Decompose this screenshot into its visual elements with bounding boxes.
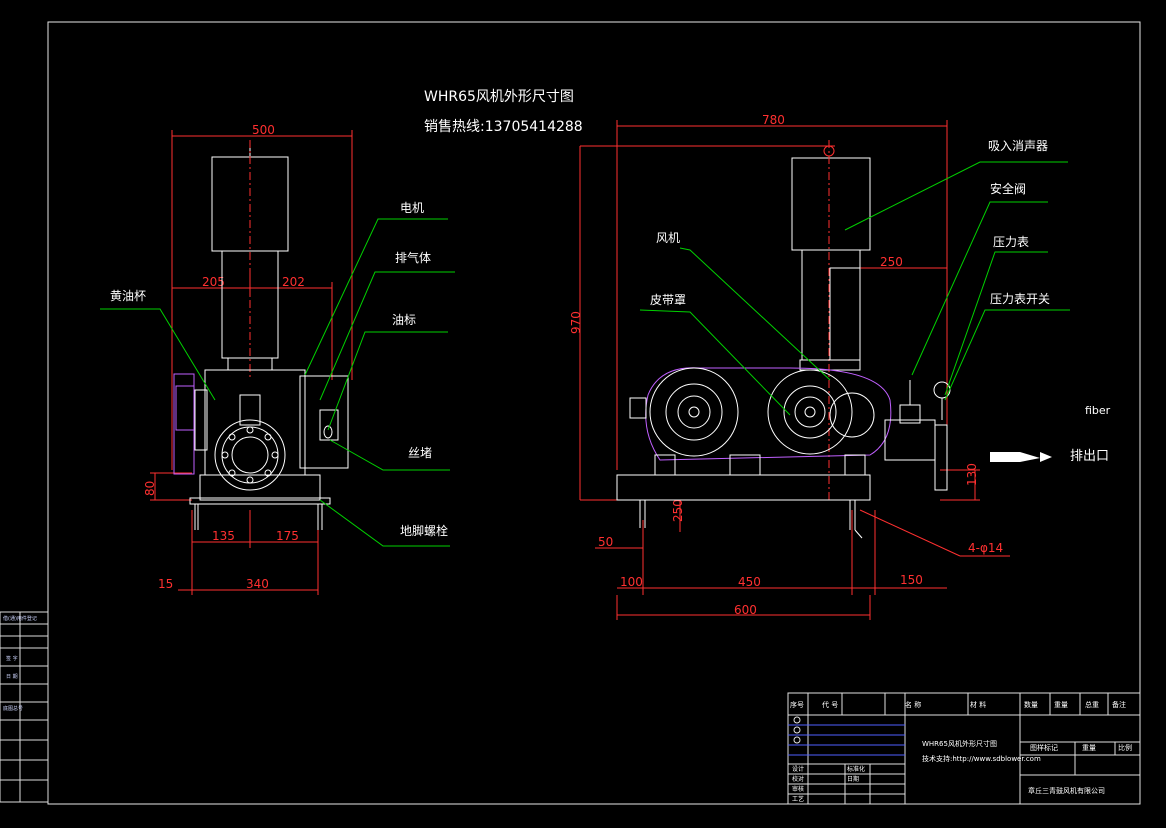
tb-header-6: 重量 [1054,701,1068,709]
label-grease-cup: 黄油杯 [110,289,146,303]
left-strip-table [0,611,49,803]
label-outlet: 排出口 [1070,449,1109,464]
tb-header-3: 名 称 [905,700,921,709]
right-view: 780 970 250 250 130 50 100 450 150 600 4… [569,113,1111,620]
strip-label-1: 借(通)用件登记 [3,615,37,622]
tb-header-5: 数量 [1024,700,1038,709]
dim-left-80: 80 [143,481,157,496]
dim-right-600: 600 [734,603,757,617]
dim-right-970: 970 [569,311,583,334]
outlet-arrow [990,452,1052,462]
tb-small-3: 审核 [792,785,804,793]
tb-right-cell-1: 图样标记 [1030,743,1058,752]
title-block [787,692,1141,805]
dim-right-100: 100 [620,575,643,589]
dim-left-500: 500 [252,123,275,137]
tb-header-7: 总重 [1085,700,1099,709]
dim-right-450: 450 [738,575,761,589]
dim-left-205: 205 [202,275,225,289]
label-oil-mark: 油标 [392,313,416,327]
label-exhaust: 排气体 [395,250,431,265]
label-fiber: fiber [1085,404,1111,417]
strip-label-2: 底图总号 [3,705,23,712]
tb-small-1: 设计 [792,765,804,773]
sales-hotline: 销售热线:13705414288 [424,119,583,135]
label-motor: 电机 [400,201,424,215]
label-belt-guard: 皮带罩 [650,293,686,307]
tb-small-4: 工艺 [792,795,804,803]
left-view: 500 205 202 80 135 175 340 15 [100,123,455,595]
label-blower: 风机 [656,231,680,245]
tb-small-2: 校对 [792,775,804,783]
drawing-frame [47,21,1141,805]
dim-left-15: 15 [158,577,173,591]
tb-header-8: 备注 [1112,700,1126,709]
label-intake-silencer: 吸入消声器 [988,139,1048,153]
dim-right-780: 780 [762,113,785,127]
dim-right-130: 130 [965,463,979,486]
label-gauge-switch: 压力表开关 [990,292,1050,306]
label-plug: 丝堵 [408,446,432,460]
strip-label-4: 日 期 [6,674,18,680]
dim-left-135: 135 [212,529,235,543]
tb-header-2: 代 号 [822,700,838,709]
tb-header-4: 材 料 [970,700,986,709]
tb-header-1: 序号 [790,700,804,709]
label-safety-valve: 安全阀 [990,181,1026,196]
dim-left-202: 202 [282,275,305,289]
tb-small-5: 标准化 [847,765,865,773]
tb-company: 章丘三青鼓风机有限公司 [1028,786,1105,795]
label-pressure-gauge: 压力表 [993,235,1029,249]
dim-right-hole-spec: 4-φ14 [968,541,1003,555]
dim-right-250-foot: 250 [671,499,685,522]
strip-label-3: 签 字 [6,655,18,662]
tb-right-cell-2: 重量 [1082,744,1096,752]
dim-right-50: 50 [598,535,613,549]
dim-right-150: 150 [900,573,923,587]
label-anchor-bolt: 地脚螺栓 [400,523,448,538]
drawing-title: WHR65风机外形尺寸图 [424,89,574,105]
dim-left-340: 340 [246,577,269,591]
tb-drawing-name: WHR65风机外形尺寸图 [922,739,997,748]
dim-right-250-top: 250 [880,255,903,269]
tb-small-6: 日期 [847,775,859,783]
tb-right-cell-3: 比例 [1118,743,1132,752]
title-block-rows [788,716,905,756]
dim-left-175: 175 [276,529,299,543]
tb-tech-support: 技术支持:http://www.sdblower.com [922,754,1041,763]
